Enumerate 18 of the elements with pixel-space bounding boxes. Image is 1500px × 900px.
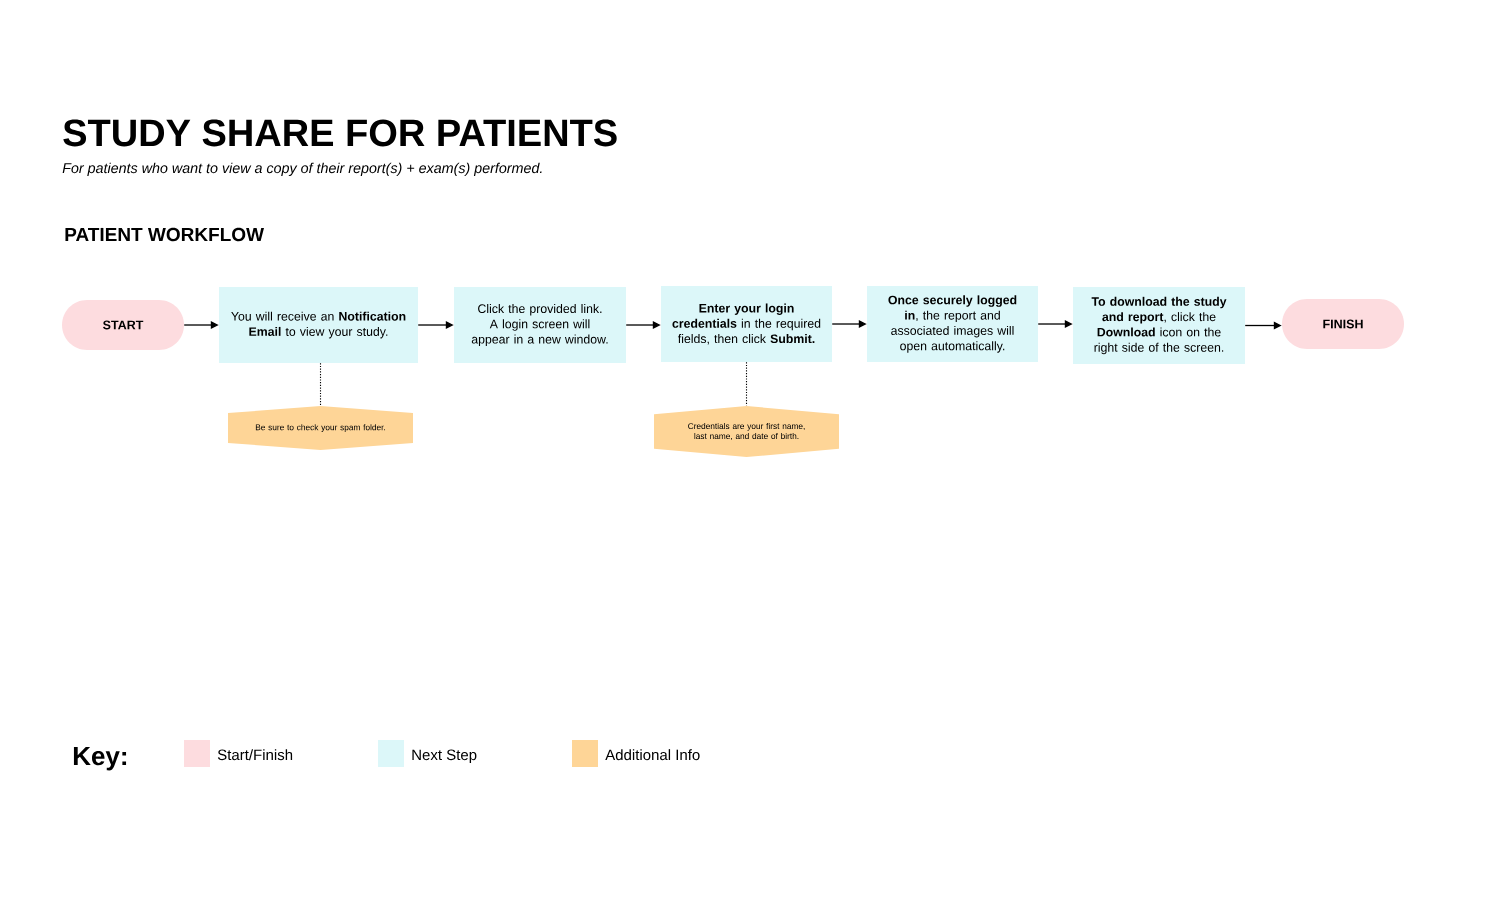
- legend-label: Additional Info: [605, 749, 700, 761]
- process-box: Click the provided link. A login screen will appear in a new window.: [454, 287, 626, 363]
- terminator-pill: START: [62, 300, 184, 350]
- legend-label: Start/Finish: [217, 749, 293, 761]
- terminator-pill: FINISH: [1282, 299, 1404, 349]
- section-heading: PATIENT WORKFLOW: [65, 227, 264, 242]
- process-box: You will receive an Notification Email to view your study.: [219, 287, 418, 363]
- process-box: Once securely logged in, the report and associated images will open automatically.: [867, 286, 1038, 362]
- subtitle: For patients who want to view a copy of their report(s) + exam(s) performed.: [62, 162, 542, 176]
- key-heading: Key:: [73, 747, 127, 771]
- title: STUDY SHARE FOR PATIENTS: [63, 119, 617, 147]
- dotted-line: [319, 362, 322, 407]
- legend-label: Next Step: [412, 749, 477, 764]
- note-hexagon: Credentials are your first name, last name, and date of birth.: [654, 406, 839, 457]
- process-box: Enter your login credentials in the required fields, then click Submit.: [661, 286, 832, 362]
- process-box: To download the study and report, click the Download icon on the right side of the screen.: [1073, 287, 1245, 364]
- dotted-line: [745, 361, 748, 407]
- note-hexagon: Be sure to check your spam folder.: [228, 406, 413, 450]
